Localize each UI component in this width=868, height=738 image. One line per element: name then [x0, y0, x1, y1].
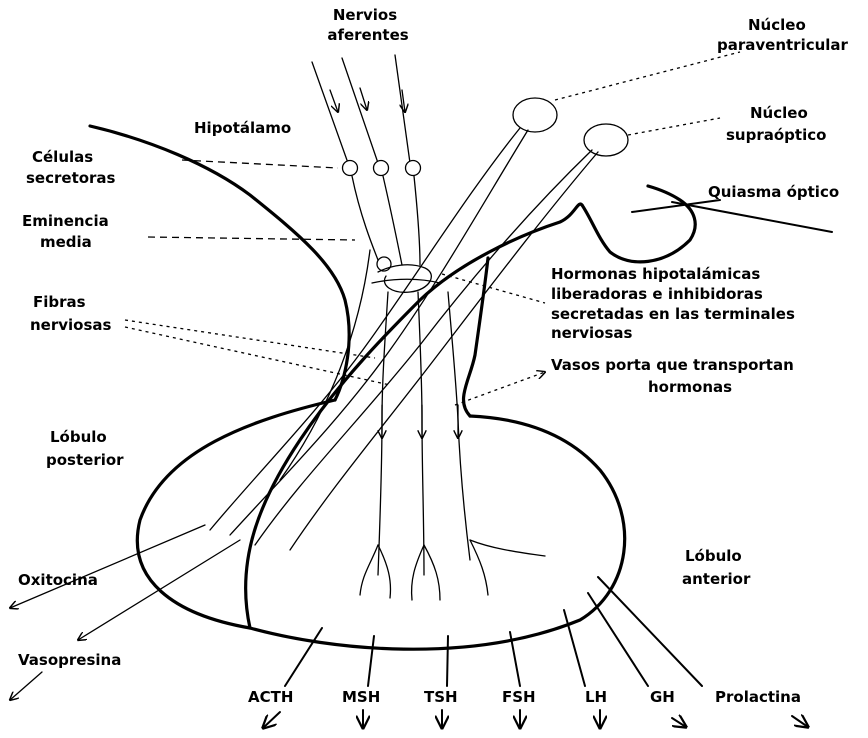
- capillary-branch-2a: [412, 545, 424, 600]
- leader-paraventricular: [555, 52, 740, 100]
- label-lobulo-posterior-line2: posterior: [46, 451, 124, 469]
- portal-vessel-3: [448, 292, 470, 560]
- secretory-cell-2: [374, 161, 389, 176]
- label-lobulo-anterior-line1: Lóbulo: [685, 547, 742, 565]
- label-quiasma: Quiasma óptico: [708, 183, 839, 201]
- label-vasopresina: Vasopresina: [18, 651, 121, 669]
- portal-vessel-2: [418, 292, 424, 575]
- acth-secretion-arrow: [263, 712, 280, 728]
- label-nervios-line2: aferentes: [327, 26, 408, 44]
- capillary-branch-2b: [424, 545, 440, 600]
- secretory-axon-2: [383, 176, 402, 265]
- posterior-anterior-divider: [246, 204, 582, 628]
- leader-tsh: [447, 636, 448, 686]
- gh-secretion-arrow: [672, 718, 686, 727]
- anterior-stalk-right-outline: [464, 258, 488, 416]
- hormone-fsh: FSH: [502, 688, 536, 706]
- secretory-cell-3: [406, 161, 421, 176]
- leader-fibras-1: [125, 320, 375, 358]
- capillary-branch-3a: [470, 540, 545, 556]
- hormone-tsh: TSH: [424, 688, 458, 706]
- label-hormonas-line4: nerviosas: [551, 324, 633, 342]
- afferent-nerve-3: [395, 55, 410, 163]
- label-eminencia-line2: media: [40, 233, 92, 251]
- hypothalamus-floor-outline: [90, 126, 349, 400]
- label-vasos-line2: hormonas: [648, 378, 732, 396]
- secretory-cell-1: [343, 161, 358, 176]
- label-hormonas-line1: Hormonas hipotalámicas: [551, 265, 760, 283]
- prolactina-secretion-arrow: [792, 716, 808, 727]
- oxitocina-arrow: [10, 525, 205, 608]
- label-vasos-line1: Vasos porta que transportan: [551, 356, 794, 374]
- fiber-paraventricular-1: [210, 128, 520, 530]
- gland-bottom-outline: [250, 416, 625, 649]
- secretory-axon-1: [352, 176, 380, 265]
- label-lobulo-anterior-line2: anterior: [682, 570, 751, 588]
- afferent-nerve-1: [312, 62, 348, 163]
- hormone-acth: ACTH: [248, 688, 293, 706]
- capillary-branch-3b: [470, 540, 488, 595]
- hormone-gh: GH: [650, 688, 675, 706]
- vasopresina-out-arrow: [10, 672, 42, 700]
- capillary-branch-1b: [378, 545, 391, 598]
- hormone-prolactina: Prolactina: [715, 688, 801, 706]
- afferent-nerve-2: [342, 58, 378, 163]
- hormone-msh: MSH: [342, 688, 380, 706]
- label-paraventricular-line1: Núcleo: [748, 16, 806, 34]
- label-fibras-line2: nerviosas: [30, 316, 112, 334]
- paraventricular-nucleus: [513, 98, 557, 132]
- label-paraventricular-line2: paraventricular: [717, 36, 849, 54]
- leader-eminencia: [148, 237, 355, 240]
- label-supraoptico-line2: supraóptico: [726, 126, 826, 144]
- label-hormonas-line3: secretadas en las terminales: [551, 305, 795, 323]
- label-supraoptico-line1: Núcleo: [750, 104, 808, 122]
- secretory-axon-3: [414, 176, 420, 265]
- afferent-arrow-2: [360, 88, 367, 110]
- optic-chiasm-curve: [582, 186, 695, 262]
- leader-supraoptico: [628, 118, 720, 135]
- capillary-branch-1a: [360, 545, 378, 595]
- label-lobulo-posterior-line1: Lóbulo: [50, 428, 107, 446]
- label-hormonas-line2: liberadoras e inhibidoras: [551, 285, 763, 303]
- primary-capillary-plexus: [378, 265, 431, 292]
- leader-gh: [588, 593, 648, 686]
- label-oxitocina: Oxitocina: [18, 571, 98, 589]
- hormone-lh: LH: [585, 688, 607, 706]
- leader-msh: [368, 636, 374, 686]
- fiber-paraventricular-2: [230, 130, 528, 535]
- afferent-arrow-1: [330, 90, 338, 112]
- label-eminencia-line1: Eminencia: [22, 212, 109, 230]
- label-nervios-line1: Nervios: [333, 6, 397, 24]
- fiber-supraoptic-2: [290, 152, 598, 550]
- label-fibras-line1: Fibras: [33, 293, 86, 311]
- label-celulas-line1: Células: [32, 148, 93, 166]
- label-hipotalamo: Hipotálamo: [194, 119, 291, 137]
- vasopresina-arrow: [78, 540, 240, 640]
- label-celulas-line2: secretoras: [26, 169, 116, 187]
